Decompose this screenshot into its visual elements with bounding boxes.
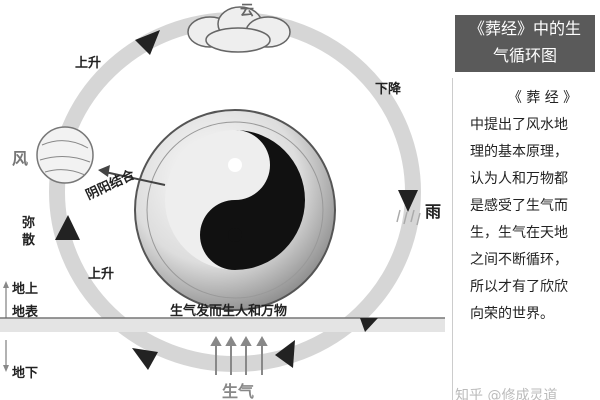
label-rise-top: 上升: [75, 56, 102, 71]
panel-line: 中提出了风水地: [470, 117, 568, 133]
panel-line: 之间不断循环，: [470, 252, 568, 268]
label-surface: 地表: [12, 305, 39, 320]
arrow-head-icon: [55, 215, 80, 240]
arrow-head-icon: [275, 340, 295, 368]
panel-body-head: 《 葬 经 》: [507, 90, 578, 106]
ground-band: [0, 318, 445, 332]
arrow-head-icon: [98, 165, 110, 177]
panel-line: 认为人和万物都: [470, 171, 568, 187]
label-rain: 雨: [425, 202, 442, 221]
label-ground-caption: 生气发而生人和万物: [170, 304, 288, 319]
watermark: 知乎 @修成灵道: [455, 388, 558, 400]
label-disperse: 弥散: [22, 216, 36, 248]
label-cloud: 云: [240, 3, 254, 19]
panel-line: 向荣的世界。: [470, 306, 554, 322]
panel-line: 生，生气在天地: [470, 225, 568, 241]
panel-divider: [452, 78, 453, 400]
panel-body: 《 葬 经 》 中提出了风水地 理的基本原理， 认为人和万物都 是感受了生气而 …: [470, 85, 595, 328]
rain-icon: [396, 209, 421, 226]
panel-line: 所以才有了欣欣: [470, 279, 568, 295]
arrow-head-icon: [360, 318, 378, 332]
rising-qi-arrows-icon: [210, 335, 268, 375]
panel-title: 《葬经》中的生 气循环图: [455, 15, 595, 72]
panel-title-line: 气循环图: [492, 46, 557, 65]
arrow-head-icon: [132, 348, 158, 370]
panel-line: 理的基本原理，: [470, 144, 568, 160]
label-wind: 风: [12, 149, 29, 168]
wind-globe-icon: [36, 126, 94, 184]
label-vital-qi: 生气: [222, 382, 255, 400]
label-rise-left: 上升: [88, 267, 115, 282]
panel-title-line: 《葬经》中的生: [468, 19, 581, 38]
panel-line: 是感受了生气而: [470, 198, 568, 214]
label-descend: 下降: [375, 82, 402, 97]
combine-arrow: [104, 171, 166, 186]
yin-yang-icon: [165, 130, 305, 270]
arrow-head-icon: [398, 190, 418, 212]
label-underground: 地下: [12, 366, 39, 381]
arrow-head-icon: [135, 30, 160, 55]
cloud-icon: [187, 6, 291, 53]
label-above-ground: 地上: [12, 282, 39, 297]
